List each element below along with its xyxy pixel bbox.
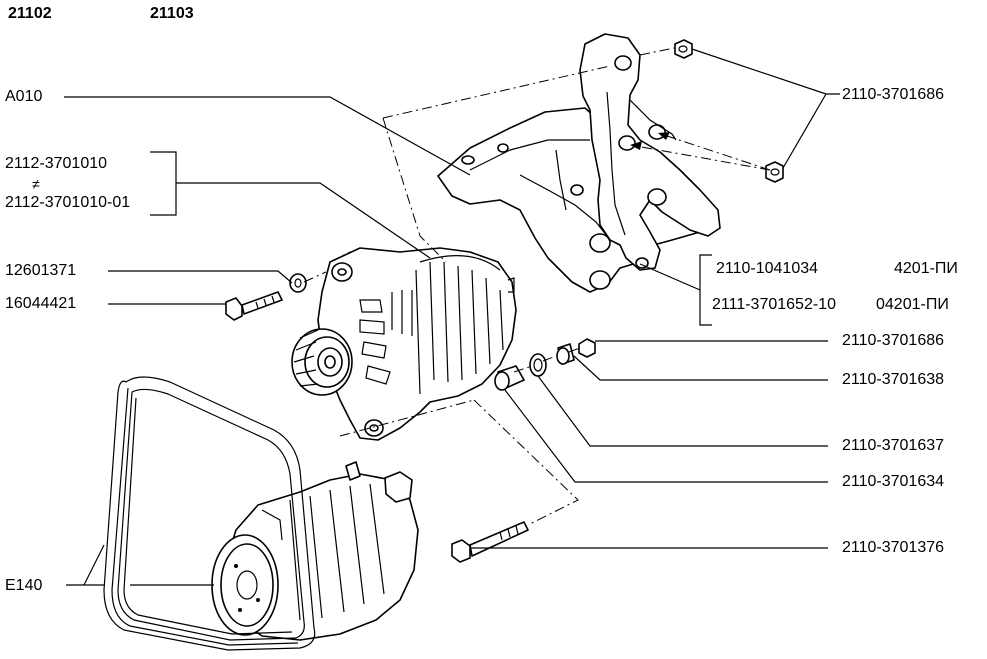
label-3701634: 2110-3701634 xyxy=(842,473,945,490)
label-3701376: 2110-3701376 xyxy=(842,539,945,556)
label-not-equal: ≠ xyxy=(32,176,40,192)
nut-icon xyxy=(674,39,693,59)
label-nut-top: 2110-3701686 xyxy=(842,86,945,103)
label-bracket-1-code: 2110-1041034 xyxy=(716,260,819,277)
label-bracket-1-note: 4201-ПИ xyxy=(894,260,958,277)
nut-icon xyxy=(578,338,596,358)
alternator-icon xyxy=(291,247,517,441)
compressor-icon xyxy=(211,461,419,641)
washer-icon xyxy=(289,273,307,293)
label-washer: 12601371 xyxy=(5,262,77,279)
bolt-icon xyxy=(451,521,529,563)
label-e140: E140 xyxy=(5,577,43,594)
label-alternator-2: 2112-3701010-01 xyxy=(5,194,131,211)
label-bolt: 16044421 xyxy=(5,295,77,312)
model-code-21103: 21103 xyxy=(150,5,194,22)
model-code-21102: 21102 xyxy=(8,5,52,22)
label-a010: A010 xyxy=(5,88,43,105)
washer-icon xyxy=(556,343,575,365)
bracket-icon xyxy=(437,33,721,293)
label-bracket-2-code: 2111-3701652-10 xyxy=(712,296,836,313)
label-nut-mid: 2110-3701686 xyxy=(842,332,945,349)
bolt-icon xyxy=(225,291,283,321)
label-3701637: 2110-3701637 xyxy=(842,437,945,454)
washer-icon xyxy=(494,365,525,391)
nut-icon xyxy=(765,161,784,183)
label-alternator-1: 2112-3701010 xyxy=(5,155,108,172)
belt-icon xyxy=(103,376,316,651)
label-bracket-2-note: 04201-ПИ xyxy=(876,296,949,313)
label-3701638: 2110-3701638 xyxy=(842,371,945,388)
washer-icon xyxy=(529,353,547,377)
